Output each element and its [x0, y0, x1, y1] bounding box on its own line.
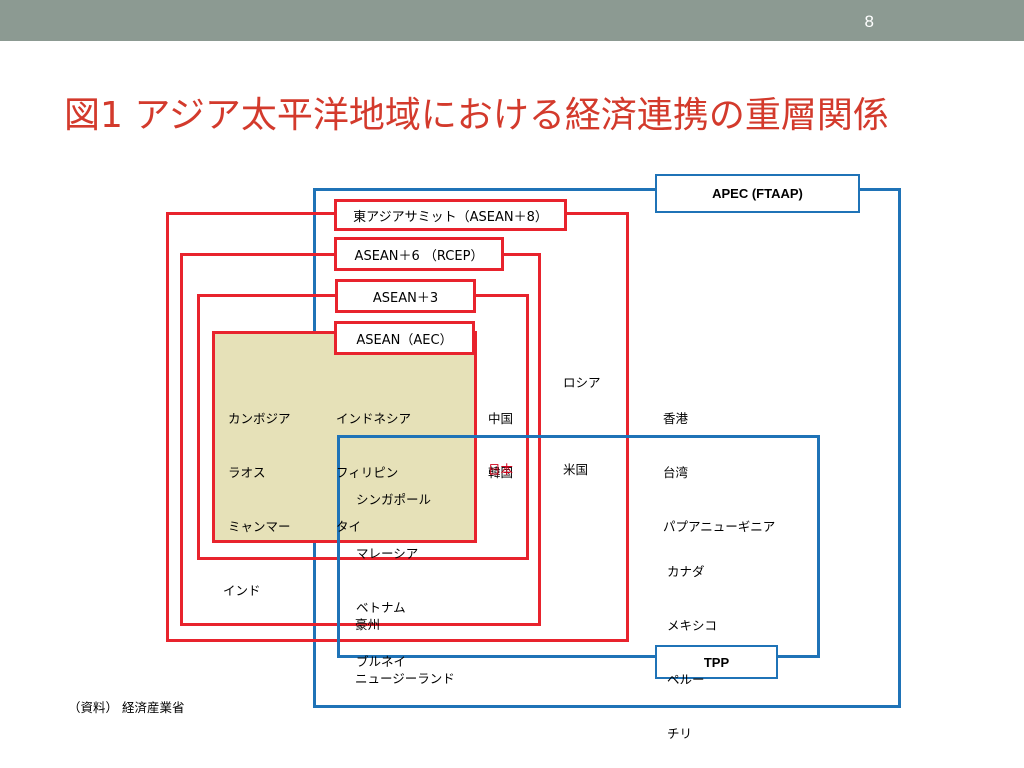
- oceania-countries: 豪州 ニュージーランド: [355, 580, 455, 706]
- source-note: （資料） 経済産業省: [68, 700, 185, 715]
- country: ペルー: [667, 672, 705, 687]
- country-india: インド: [223, 583, 261, 598]
- country: 豪州: [355, 617, 381, 632]
- country: 香港: [663, 411, 689, 426]
- tpp-label: TPP: [655, 645, 778, 679]
- country-usa: 米国: [563, 462, 589, 477]
- asean-label: ASEAN（AEC）: [334, 321, 475, 355]
- plus3-countries: 中国 韓国: [488, 374, 513, 500]
- top-bar: 8: [0, 0, 1024, 41]
- country: ニュージーランド: [355, 671, 455, 686]
- country: タイ: [336, 519, 362, 534]
- country-japan: 日本: [488, 462, 514, 477]
- country: シンガポール: [356, 492, 432, 507]
- asean-left-countries: カンボジア ラオス ミャンマー: [228, 374, 291, 554]
- country: ミャンマー: [228, 519, 291, 534]
- apec-label: APEC (FTAAP): [655, 174, 860, 213]
- country: メキシコ: [667, 618, 718, 633]
- page-number: 8: [864, 12, 874, 31]
- east-asia-summit-label: 東アジアサミット（ASEAN＋8）: [334, 199, 567, 231]
- slide-title: 図1 アジア太平洋地域における経済連携の重層関係: [64, 95, 889, 136]
- country: 韓国: [488, 465, 514, 480]
- country: ブルネイ: [356, 654, 407, 669]
- country: ベトナム: [356, 600, 406, 615]
- country: カンボジア: [228, 411, 291, 426]
- country: 台湾: [663, 465, 689, 480]
- country: 中国: [488, 411, 514, 426]
- country: ラオス: [228, 465, 266, 480]
- asean-tpp-countries: シンガポール マレーシア ベトナム ブルネイ: [356, 455, 431, 689]
- country: インドネシア: [336, 411, 412, 426]
- country: カナダ: [667, 564, 705, 579]
- tpp-only-countries: カナダ メキシコ ペルー チリ: [667, 527, 717, 761]
- country: フィリピン: [336, 465, 399, 480]
- country: パプアニューギニア: [663, 519, 776, 534]
- asean3-label: ASEAN＋3: [335, 279, 476, 313]
- country: マレーシア: [356, 546, 419, 561]
- asean-mid-countries: インドネシア フィリピン タイ: [336, 374, 411, 554]
- apec-only-countries: 香港 台湾 パプアニューギニア: [663, 374, 775, 554]
- tpp-box: [337, 435, 820, 658]
- country: チリ: [667, 726, 693, 741]
- asean6-label: ASEAN＋6 （RCEP）: [334, 237, 504, 271]
- country-russia: ロシア: [563, 375, 601, 390]
